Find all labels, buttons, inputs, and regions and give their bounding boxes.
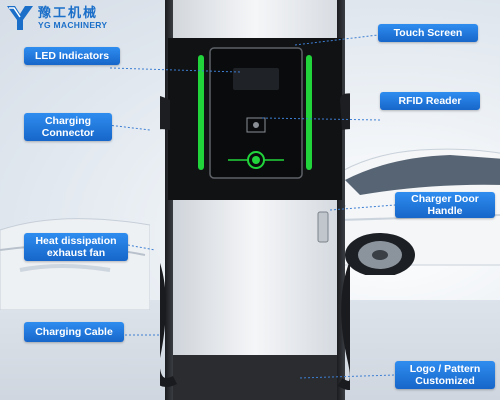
label-charging-cable: Charging Cable xyxy=(24,322,124,342)
brand-name-en: YG MACHINERY xyxy=(38,20,108,30)
led-strip-right xyxy=(306,55,312,170)
brand-logo: 豫工机械 YG MACHINERY xyxy=(5,4,107,32)
led-strip-left xyxy=(198,55,204,170)
label-led-indicators: LED Indicators xyxy=(24,47,120,65)
brand-name-cn: 豫工机械 xyxy=(38,5,99,20)
ev-charger xyxy=(160,0,350,400)
label-logo-pattern: Logo / Pattern Customized xyxy=(395,361,495,389)
label-charging-connector: Charging Connector xyxy=(24,113,112,141)
label-rfid-reader: RFID Reader xyxy=(380,92,480,110)
label-heat-dissipation: Heat dissipation exhaust fan xyxy=(24,233,128,261)
yg-logo-icon xyxy=(7,6,33,30)
label-charger-door-handle: Charger Door Handle xyxy=(395,192,495,218)
label-touch-screen: Touch Screen xyxy=(378,24,478,42)
